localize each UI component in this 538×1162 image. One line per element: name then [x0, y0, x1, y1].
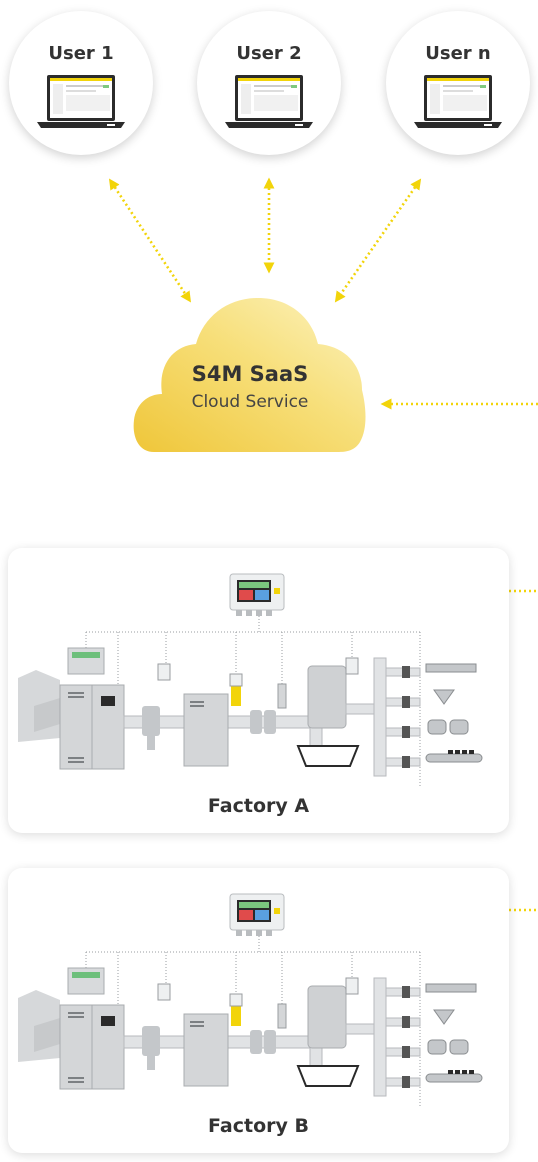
laptop-icon — [37, 75, 125, 128]
factory-b-panel: Factory B — [8, 868, 509, 1153]
user-n-node: User n — [386, 11, 530, 155]
cloud-title: S4M SaaS — [191, 362, 309, 386]
compressed-air-plant-illustration — [18, 573, 483, 788]
user-label: User 1 — [48, 43, 114, 64]
factory-label: Factory A — [207, 795, 310, 817]
user-label: User 2 — [236, 43, 302, 64]
laptop-icon — [414, 75, 502, 128]
compressed-air-plant-illustration — [18, 893, 483, 1108]
factory-label: Factory B — [208, 1115, 309, 1137]
arrow-user1-cloud — [108, 178, 192, 303]
user-1-node: User 1 — [9, 11, 153, 155]
arrow-usern-cloud — [334, 178, 422, 303]
cloud-subtitle: Cloud Service — [191, 392, 309, 412]
user-2-node: User 2 — [197, 11, 341, 155]
laptop-icon — [225, 75, 313, 128]
cloud-icon — [133, 298, 366, 452]
cloud-service-node: S4M SaaS Cloud Service — [132, 286, 368, 454]
user-label: User n — [425, 43, 491, 64]
factory-a-panel: Factory A — [8, 548, 509, 833]
